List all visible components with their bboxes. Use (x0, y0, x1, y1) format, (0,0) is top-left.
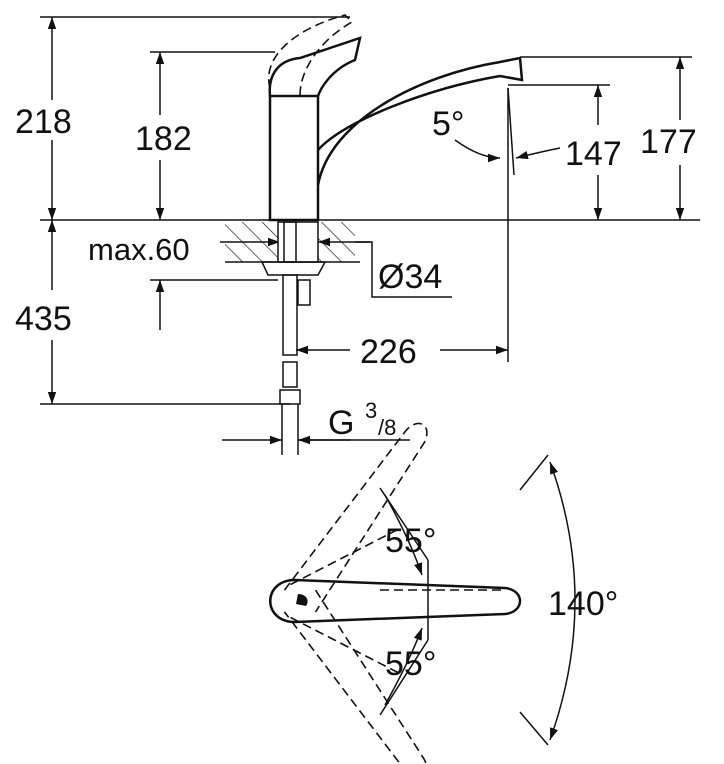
faucet-top-view (269, 422, 576, 764)
outlet-height-label: 147 (565, 135, 622, 173)
reference-lines (40, 16, 700, 405)
hose-length-label: 435 (15, 300, 72, 338)
dimension-arrows (47, 17, 685, 445)
hole-diameter-label: Ø34 (378, 258, 442, 296)
spout-top-height-label: 177 (640, 123, 697, 161)
spout-angle-label: 5° (432, 105, 465, 143)
max-deck-thickness-label: max.60 (88, 232, 190, 267)
faucet-side-view (260, 14, 524, 455)
swivel-down-label: 55° (385, 645, 436, 683)
mounting-deck (225, 221, 360, 263)
total-height-label: 218 (15, 103, 72, 141)
body-height-label: 182 (135, 120, 192, 158)
spout-reach-label: 226 (360, 333, 417, 371)
swivel-up-label: 55° (385, 522, 436, 560)
connection-denominator: /8 (378, 415, 396, 440)
connection-prefix: G (328, 404, 354, 442)
connection-numerator: 3 (365, 398, 377, 423)
total-swivel-label: 140° (548, 585, 618, 623)
